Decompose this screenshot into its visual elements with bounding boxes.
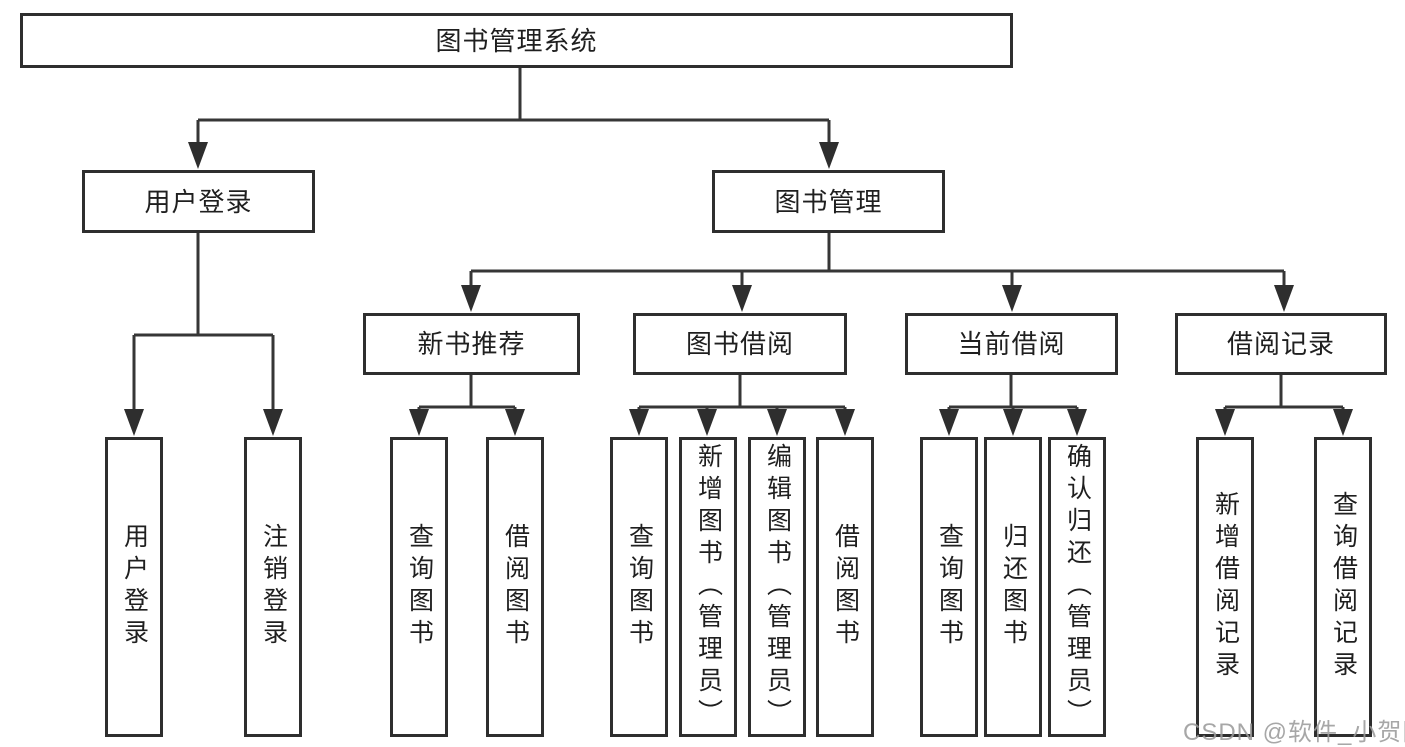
connector-book-management-lines (469, 233, 1286, 290)
leaf-borrow-edit-books-admin-label: 编辑图书（管理员） (763, 443, 792, 731)
arrowheads-book-borrow (629, 409, 855, 436)
connector-current-borrow-to-leaves (939, 375, 1087, 436)
leaf-borrow-add-books-admin: 新增图书（管理员） (679, 437, 737, 737)
node-current-borrow-label: 当前借阅 (957, 329, 1066, 359)
node-user-login: 用户登录 (82, 170, 315, 233)
leaf-borrow-query-books: 查询图书 (610, 437, 668, 737)
arrowheads-new-book-recommend (409, 409, 525, 436)
connector-user-login-to-leaves (124, 233, 283, 436)
arrowheads-book-management (461, 285, 1294, 312)
leaf-borrow-borrow-books: 借阅图书 (816, 437, 874, 737)
leaf-current-query-books: 查询图书 (920, 437, 978, 737)
leaf-user-login: 用户登录 (105, 437, 163, 737)
connector-book-borrow-to-leaves (629, 375, 855, 436)
leaf-current-confirm-return-admin: 确认归还（管理员） (1048, 437, 1106, 737)
leaf-borrow-edit-books-admin: 编辑图书（管理员） (748, 437, 806, 737)
node-root-label: 图书管理系统 (435, 25, 598, 56)
leaf-newbook-query-books: 查询图书 (390, 437, 448, 737)
leaf-current-return-books-label: 归还图书 (999, 523, 1028, 651)
csdn-watermark: CSDN @软件_小贺同学 (1183, 719, 1405, 746)
connector-new-book-recommend-to-leaves (409, 375, 525, 436)
leaf-borrow-borrow-books-label: 借阅图书 (831, 523, 860, 651)
connector-borrow-records-lines (1223, 375, 1345, 414)
leaf-newbook-borrow-books: 借阅图书 (486, 437, 544, 737)
arrowheads-borrow-records (1215, 409, 1353, 436)
connector-root-to-level2 (188, 67, 839, 169)
arrowheads-root (188, 142, 839, 169)
leaf-records-query-record: 查询借阅记录 (1314, 437, 1372, 737)
node-root-library-system: 图书管理系统 (20, 13, 1013, 68)
connector-root-lines (196, 67, 831, 147)
arrowheads-user-login (124, 409, 283, 436)
connector-user-login-lines (132, 233, 275, 414)
connector-new-book-recommend-lines (417, 375, 517, 414)
connector-book-borrow-lines (637, 375, 847, 414)
leaf-current-return-books: 归还图书 (984, 437, 1042, 737)
leaf-current-confirm-return-admin-label: 确认归还（管理员） (1063, 443, 1092, 731)
node-borrow-records: 借阅记录 (1175, 313, 1387, 375)
node-current-borrow: 当前借阅 (905, 313, 1118, 375)
leaf-current-query-books-label: 查询图书 (935, 523, 964, 651)
leaf-borrow-query-books-label: 查询图书 (625, 523, 654, 651)
leaf-records-query-record-label: 查询借阅记录 (1329, 491, 1358, 683)
leaf-user-login-label: 用户登录 (120, 523, 149, 651)
connector-borrow-records-to-leaves (1215, 375, 1353, 436)
node-book-management-label: 图书管理 (774, 186, 883, 217)
node-new-book-recommend: 新书推荐 (363, 313, 580, 375)
connector-book-management-to-level3 (461, 233, 1294, 312)
leaf-logout-label: 注销登录 (259, 523, 288, 651)
node-book-borrow-label: 图书借阅 (685, 329, 794, 359)
connector-current-borrow-lines (947, 375, 1079, 414)
leaf-newbook-query-books-label: 查询图书 (405, 523, 434, 651)
node-new-book-recommend-label: 新书推荐 (417, 329, 526, 359)
node-book-management: 图书管理 (712, 170, 945, 233)
arrowheads-current-borrow (939, 409, 1087, 436)
node-user-login-label: 用户登录 (144, 186, 253, 217)
leaf-records-add-record: 新增借阅记录 (1196, 437, 1254, 737)
node-borrow-records-label: 借阅记录 (1226, 329, 1335, 359)
leaf-borrow-add-books-admin-label: 新增图书（管理员） (694, 443, 723, 731)
leaf-logout: 注销登录 (244, 437, 302, 737)
leaf-newbook-borrow-books-label: 借阅图书 (501, 523, 530, 651)
leaf-records-add-record-label: 新增借阅记录 (1211, 491, 1240, 683)
node-book-borrow: 图书借阅 (633, 313, 847, 375)
